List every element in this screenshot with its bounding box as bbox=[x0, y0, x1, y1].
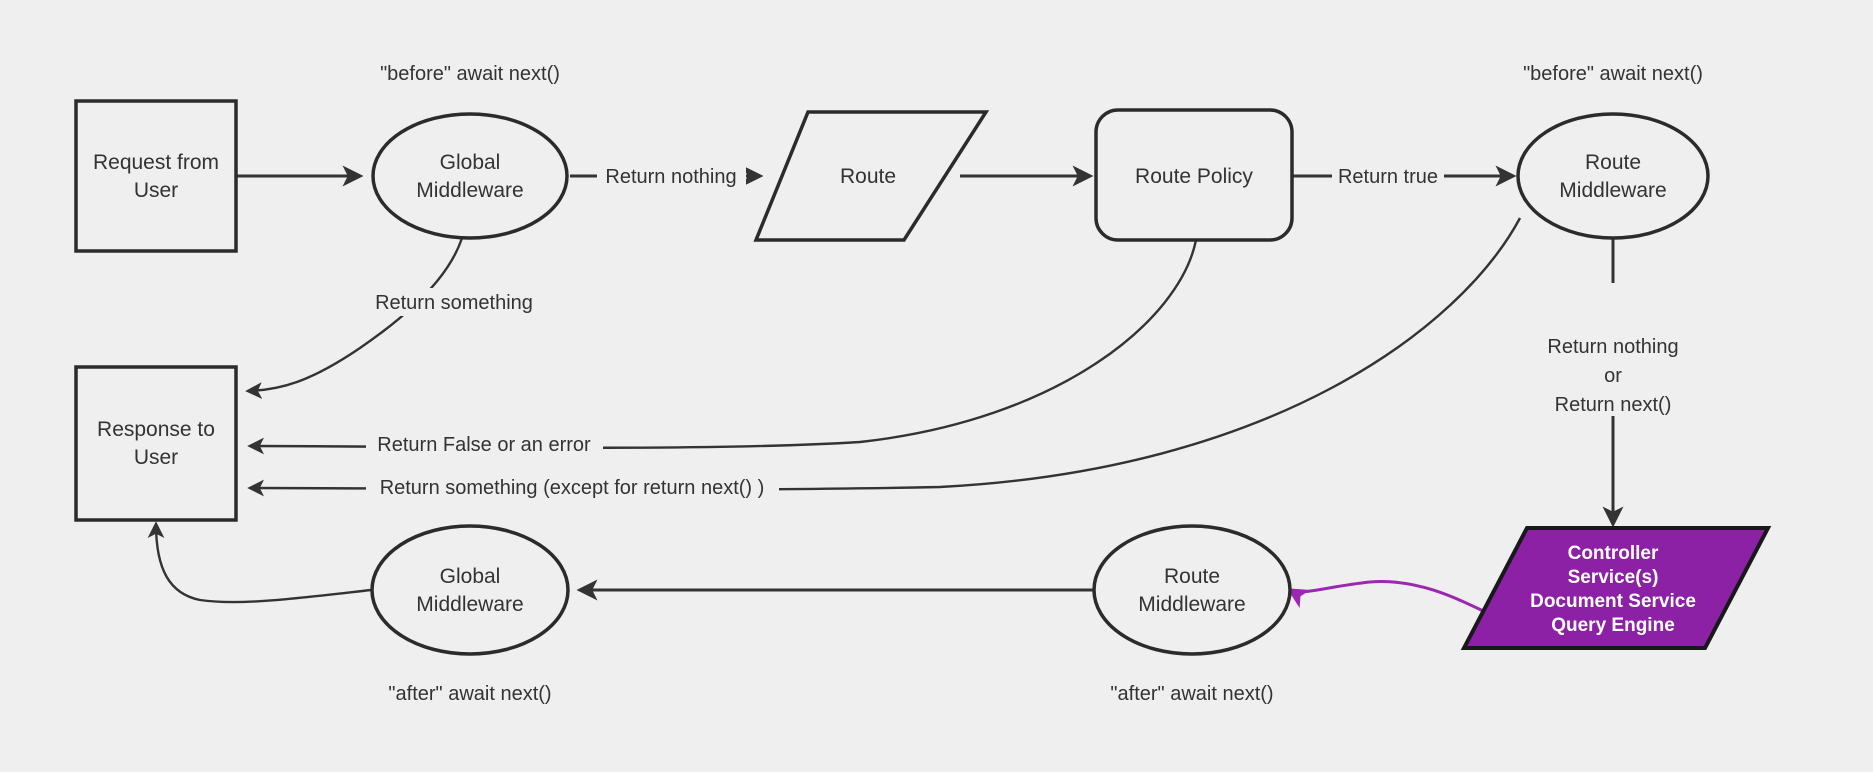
edge-label-return-something: Return something bbox=[375, 292, 533, 314]
node-controller-label-line2: Service(s) bbox=[1568, 567, 1659, 588]
node-route-middleware-bottom[interactable] bbox=[1092, 524, 1292, 656]
node-controller-services[interactable] bbox=[1460, 526, 1772, 650]
note-after-await-next-route: "after" await next() bbox=[1110, 683, 1273, 705]
label-bg-return-something-except bbox=[366, 473, 779, 501]
edge-global-middleware-to-response bbox=[245, 221, 468, 399]
node-global-middleware-bottom-label-line1: Global bbox=[440, 565, 501, 588]
node-global-middleware-bottom[interactable] bbox=[370, 524, 570, 656]
node-request-label-line2: User bbox=[134, 179, 178, 202]
note-before-await-next-global: "before" await next() bbox=[380, 63, 560, 85]
edge-label-return-nothing-or-next-line2: or bbox=[1604, 365, 1622, 387]
node-controller-label-line3: Document Service bbox=[1530, 591, 1696, 612]
edge-label-return-something-except: Return something (except for return next… bbox=[380, 477, 765, 499]
node-route-label: Route bbox=[840, 165, 896, 188]
node-route-middleware-top-label-line1: Route bbox=[1585, 151, 1641, 174]
node-route[interactable] bbox=[753, 110, 990, 242]
node-route-policy[interactable] bbox=[1094, 108, 1294, 242]
edge-label-return-false-or-error: Return False or an error bbox=[377, 434, 591, 456]
note-before-await-next-route: "before" await next() bbox=[1523, 63, 1703, 85]
label-bg-return-nothing bbox=[597, 162, 746, 190]
edge-label-return-nothing-or-next-line1: Return nothing bbox=[1547, 336, 1678, 358]
node-global-middleware-top-label-line2: Middleware bbox=[416, 179, 523, 202]
node-global-middleware-top[interactable] bbox=[371, 112, 569, 240]
edge-controller-to-route-middleware-bottom bbox=[1286, 580, 1501, 621]
edge-label-return-nothing-or-next-line3: Return next() bbox=[1555, 394, 1672, 416]
note-after-await-next-global: "after" await next() bbox=[388, 683, 551, 705]
node-response-to-user[interactable] bbox=[74, 365, 238, 522]
node-controller-label-line1: Controller bbox=[1568, 543, 1659, 564]
label-bg-return-nothing-or-next bbox=[1533, 332, 1693, 416]
label-bg-return-something bbox=[366, 288, 542, 316]
node-controller-label-line4: Query Engine bbox=[1551, 615, 1675, 636]
edge-route-policy-to-response bbox=[247, 239, 1198, 455]
node-request-from-user[interactable] bbox=[74, 99, 238, 253]
edge-label-return-true: Return true bbox=[1338, 166, 1438, 188]
label-bg-return-true bbox=[1332, 162, 1444, 190]
node-response-label-line2: User bbox=[134, 446, 178, 469]
node-route-middleware-top[interactable] bbox=[1516, 112, 1710, 240]
node-global-middleware-top-label-line1: Global bbox=[440, 151, 501, 174]
node-route-middleware-top-label-line2: Middleware bbox=[1559, 179, 1666, 202]
node-global-middleware-bottom-label-line2: Middleware bbox=[416, 593, 523, 616]
edge-global-middleware-bottom-to-response bbox=[147, 521, 372, 604]
node-route-middleware-bottom-label-line1: Route bbox=[1164, 565, 1220, 588]
edge-label-return-nothing: Return nothing bbox=[605, 166, 736, 188]
node-request-label-line1: Request from bbox=[93, 151, 219, 174]
node-route-policy-label: Route Policy bbox=[1135, 165, 1253, 188]
node-route-middleware-bottom-label-line2: Middleware bbox=[1138, 593, 1245, 616]
label-bg-return-false-or-error bbox=[366, 430, 603, 458]
node-response-label-line1: Response to bbox=[97, 418, 215, 441]
